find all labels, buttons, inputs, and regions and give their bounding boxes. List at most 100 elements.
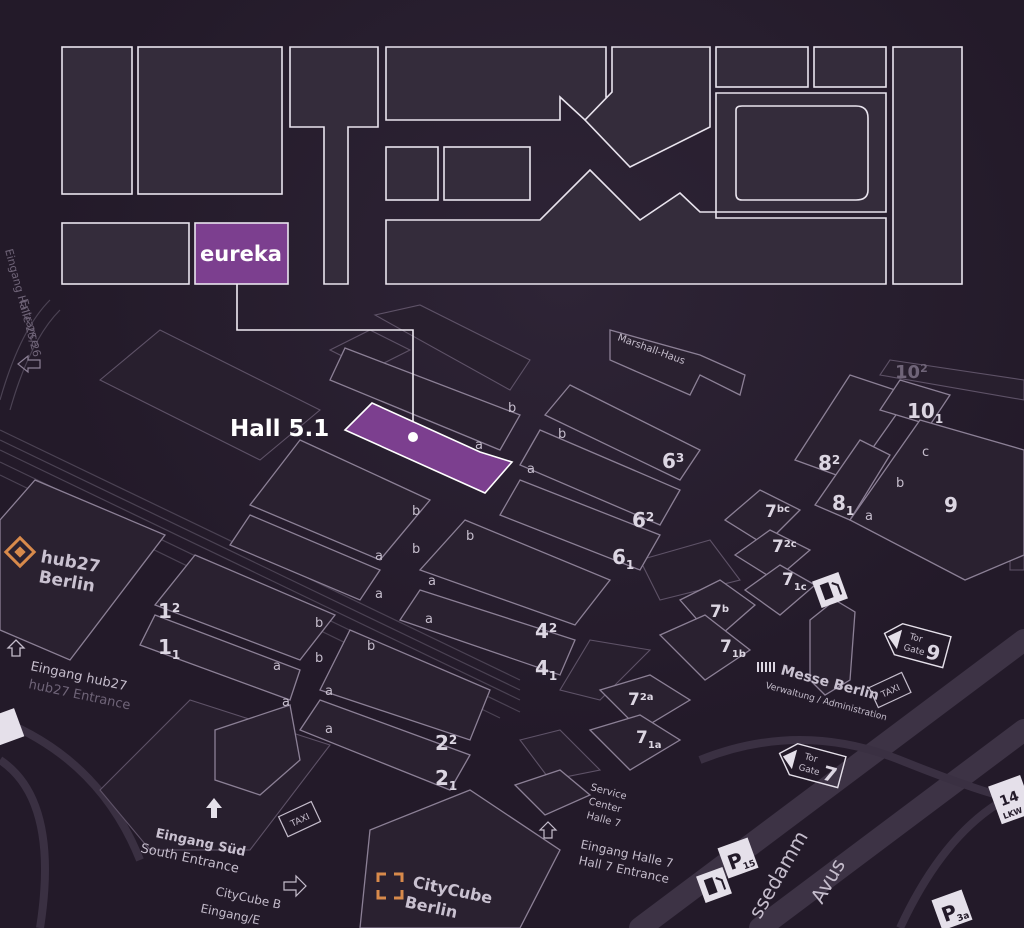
sub-hall-letters: b a b a b a b a b a a b a a b a b a c b … bbox=[273, 401, 929, 737]
svg-text:b: b bbox=[508, 401, 516, 416]
halls bbox=[0, 329, 1024, 928]
hall-label-1-2: 12 bbox=[158, 599, 180, 623]
hall-label-10-2: 102 bbox=[895, 362, 928, 383]
hall-label-6-1: 61 bbox=[612, 545, 634, 572]
hall-label-7-1b: 71b bbox=[720, 637, 746, 660]
svg-text:b: b bbox=[412, 542, 420, 557]
svg-text:9: 9 bbox=[923, 639, 943, 666]
hall-2-2[interactable] bbox=[319, 629, 491, 741]
hall-5-a[interactable] bbox=[229, 514, 381, 601]
svg-text:a: a bbox=[273, 659, 281, 674]
parking-3a-sign[interactable]: P 3a bbox=[931, 889, 973, 928]
hall-7-2c[interactable] bbox=[733, 529, 812, 581]
hall-7-1b[interactable] bbox=[658, 614, 752, 681]
svg-text:15: 15 bbox=[742, 859, 757, 873]
hall-7-1a[interactable] bbox=[588, 714, 682, 771]
hall-label-7-1c: 71c bbox=[782, 570, 807, 593]
hall-label-2-1: 21 bbox=[435, 766, 457, 793]
marshall-haus bbox=[609, 329, 746, 396]
citycube-logo bbox=[376, 872, 404, 900]
svg-text:a: a bbox=[865, 509, 873, 524]
svg-text:b: b bbox=[896, 476, 904, 491]
gate-7-sign[interactable]: Tor Gate 7 bbox=[775, 740, 847, 789]
hub27-building[interactable] bbox=[0, 479, 167, 661]
svg-text:Tor: Tor bbox=[907, 632, 924, 645]
eureka-logo: eureka bbox=[200, 242, 282, 266]
svg-text:b: b bbox=[558, 427, 566, 442]
hall-6-3[interactable] bbox=[543, 384, 701, 481]
hall-6-1[interactable] bbox=[499, 479, 661, 571]
svg-text:a: a bbox=[425, 612, 433, 627]
svg-text:a: a bbox=[428, 574, 436, 589]
messe-berlin-logo-icon bbox=[757, 662, 775, 672]
hall-label-8-2: 82 bbox=[818, 451, 840, 475]
svg-text:b: b bbox=[315, 651, 323, 666]
top-blocks bbox=[61, 46, 963, 285]
hall-label-6-3: 63 bbox=[662, 449, 684, 473]
hall-5-2[interactable] bbox=[329, 347, 521, 451]
hall-7-2a[interactable] bbox=[598, 674, 692, 731]
hall-labels: 63 62 61 42 41 22 21 12 11 82 81 102 101… bbox=[158, 362, 958, 793]
svg-text:a: a bbox=[375, 549, 383, 564]
hall-label-8-1: 81 bbox=[832, 491, 854, 518]
hall-6-2[interactable] bbox=[519, 429, 681, 526]
hall-label-7-2c: 72c bbox=[772, 537, 797, 557]
lkw-parking-sign[interactable]: 14 LKW bbox=[988, 775, 1024, 825]
south-entrance-rotunda bbox=[214, 704, 301, 796]
svg-text:a: a bbox=[475, 438, 483, 453]
svg-text:a: a bbox=[282, 695, 290, 710]
service-center-building bbox=[513, 769, 592, 816]
hall-label-7-2a: 72a bbox=[628, 690, 654, 710]
svg-text:a: a bbox=[375, 587, 383, 602]
svg-text:b: b bbox=[315, 616, 323, 631]
svg-text:b: b bbox=[466, 529, 474, 544]
connector-line bbox=[236, 284, 414, 435]
hall-label-6-2: 62 bbox=[632, 508, 654, 532]
south-entrance-arrow-icon bbox=[206, 798, 222, 818]
parking-15-sign[interactable]: P 15 bbox=[717, 837, 759, 879]
hall-label-4-2: 42 bbox=[535, 619, 557, 643]
hall-9[interactable] bbox=[849, 419, 1024, 581]
svg-text:a: a bbox=[325, 684, 333, 699]
left-edge-sign bbox=[0, 708, 25, 746]
svg-text:3a: 3a bbox=[956, 911, 971, 925]
hall-8-1[interactable] bbox=[814, 439, 891, 521]
hall-5-b[interactable] bbox=[248, 439, 432, 561]
hall-1-1[interactable] bbox=[139, 614, 301, 701]
svg-text:7: 7 bbox=[820, 761, 840, 788]
fuel-station-icon bbox=[812, 572, 848, 608]
eureka-logo-block bbox=[194, 222, 289, 285]
hall-label-4-1: 41 bbox=[535, 656, 557, 683]
svg-text:b: b bbox=[367, 639, 375, 654]
hub27-entrance-arrow-icon bbox=[6, 639, 26, 657]
hall-4-1[interactable] bbox=[398, 589, 576, 676]
hall-2-1[interactable] bbox=[299, 699, 471, 791]
hall-5-1-label: Hall 5.1 bbox=[230, 416, 329, 442]
hall-label-10-1: 101 bbox=[907, 399, 943, 426]
svg-text:Tor: Tor bbox=[802, 752, 819, 765]
hall-label-7bc: 7bc bbox=[765, 502, 790, 522]
halle7-entrance-arrow-icon bbox=[538, 821, 558, 839]
hall-label-7-1a: 71a bbox=[636, 728, 662, 751]
hall-label-9: 9 bbox=[944, 493, 958, 517]
hall-label-7b: 7b bbox=[710, 602, 729, 622]
svg-text:14: 14 bbox=[998, 788, 1022, 810]
hall-7bc[interactable] bbox=[723, 489, 802, 546]
svg-text:a: a bbox=[527, 462, 535, 477]
hall-5-1-marker bbox=[408, 432, 418, 442]
citycube-b-arrow-icon bbox=[283, 874, 307, 898]
hall-4-2[interactable] bbox=[418, 519, 612, 626]
hall-label-1-1: 11 bbox=[158, 635, 180, 662]
svg-text:c: c bbox=[922, 445, 929, 460]
svg-text:a: a bbox=[325, 722, 333, 737]
background-buildings bbox=[99, 304, 1024, 781]
fuel-station-2-icon bbox=[696, 867, 732, 903]
hall-label-2-2: 22 bbox=[435, 731, 457, 755]
svg-text:b: b bbox=[412, 504, 420, 519]
hall-5-1-highlight[interactable] bbox=[343, 402, 514, 494]
citycube-building[interactable] bbox=[359, 789, 561, 928]
hall-10-1[interactable] bbox=[878, 379, 952, 426]
halle-25-arrow-icon bbox=[17, 354, 41, 374]
hall-1-2[interactable] bbox=[153, 554, 337, 661]
